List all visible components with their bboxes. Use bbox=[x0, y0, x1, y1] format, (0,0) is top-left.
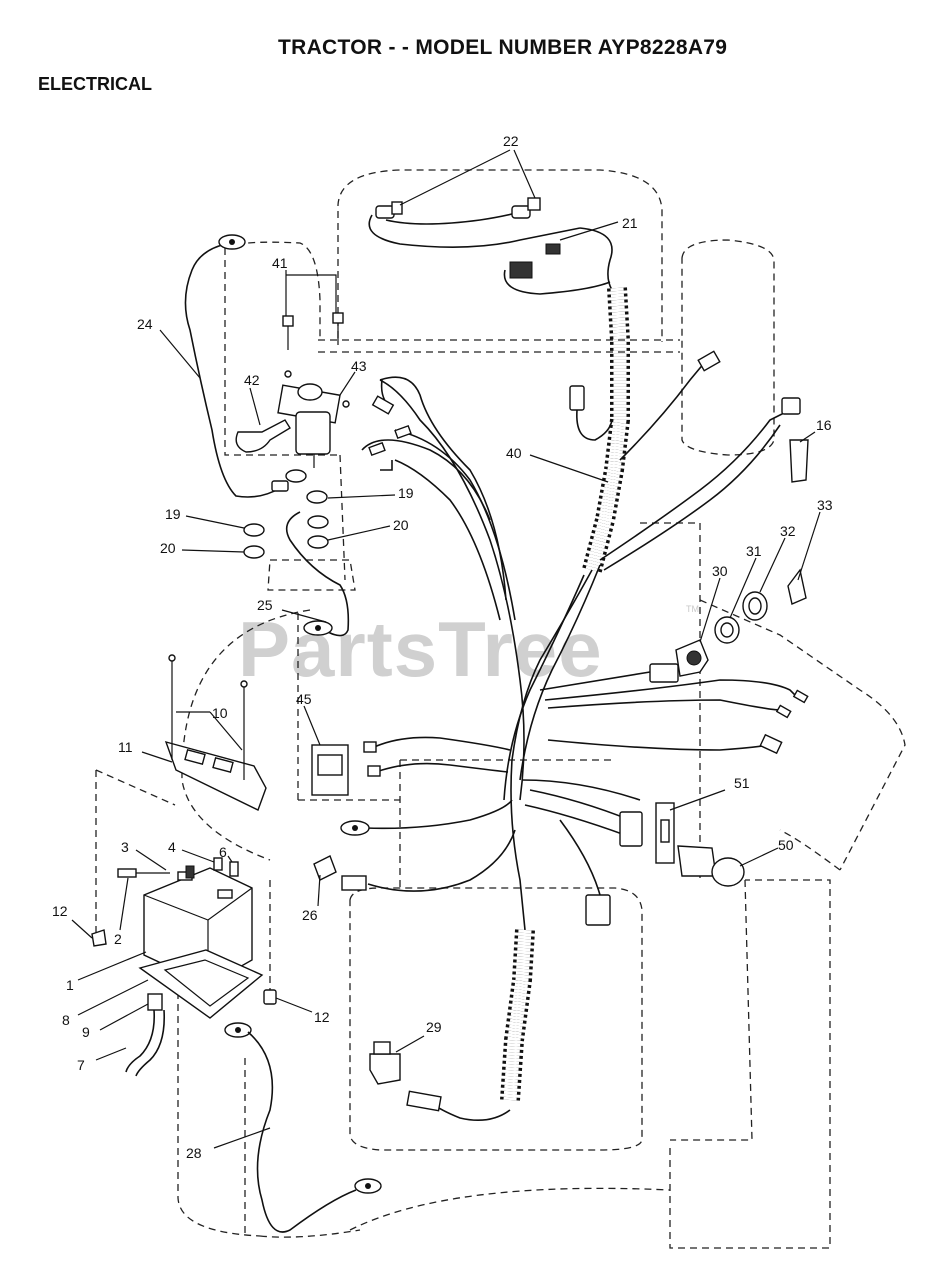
callout-28: 28 bbox=[186, 1145, 202, 1161]
callout-2: 2 bbox=[114, 931, 122, 947]
callout-22: 22 bbox=[503, 133, 519, 149]
callout-33: 33 bbox=[817, 497, 833, 513]
callout-26: 26 bbox=[302, 907, 318, 923]
callout-11: 11 bbox=[118, 739, 133, 755]
callout-6: 6 bbox=[219, 844, 227, 860]
callout-12-left: 12 bbox=[52, 903, 68, 919]
callout-20-left: 20 bbox=[160, 540, 176, 556]
callout-19-right: 19 bbox=[398, 485, 414, 501]
callout-labels: 22 21 41 24 43 42 40 16 19 19 20 20 33 3… bbox=[52, 133, 833, 1161]
callout-16: 16 bbox=[816, 417, 832, 433]
callout-43: 43 bbox=[351, 358, 367, 374]
page-title: TRACTOR - - MODEL NUMBER AYP8228A79 bbox=[278, 36, 728, 59]
callout-3: 3 bbox=[121, 839, 129, 855]
section-heading: ELECTRICAL bbox=[38, 74, 152, 94]
callout-7: 7 bbox=[77, 1057, 85, 1073]
callout-12-right: 12 bbox=[314, 1009, 330, 1025]
callout-21: 21 bbox=[622, 215, 638, 231]
tractor-outline bbox=[95, 169, 906, 1249]
callout-9: 9 bbox=[82, 1024, 90, 1040]
callout-leaders bbox=[71, 149, 821, 1149]
callout-29: 29 bbox=[426, 1019, 442, 1035]
callout-45: 45 bbox=[296, 691, 312, 707]
callout-50: 50 bbox=[778, 837, 794, 853]
callout-19-left: 19 bbox=[165, 506, 181, 522]
callout-31: 31 bbox=[746, 543, 762, 559]
callout-40: 40 bbox=[506, 445, 522, 461]
callout-41: 41 bbox=[272, 255, 288, 271]
callout-32: 32 bbox=[780, 523, 796, 539]
callout-51: 51 bbox=[734, 775, 750, 791]
callout-8: 8 bbox=[62, 1012, 70, 1028]
callout-25: 25 bbox=[257, 597, 273, 613]
callout-1: 1 bbox=[66, 977, 74, 993]
callout-24: 24 bbox=[137, 316, 153, 332]
wiring-harness bbox=[91, 197, 809, 1233]
trademark: TM bbox=[686, 604, 699, 614]
callout-20-right: 20 bbox=[393, 517, 409, 533]
callout-30: 30 bbox=[712, 563, 728, 579]
callout-10: 10 bbox=[212, 705, 228, 721]
callout-42: 42 bbox=[244, 372, 260, 388]
callout-4: 4 bbox=[168, 839, 176, 855]
